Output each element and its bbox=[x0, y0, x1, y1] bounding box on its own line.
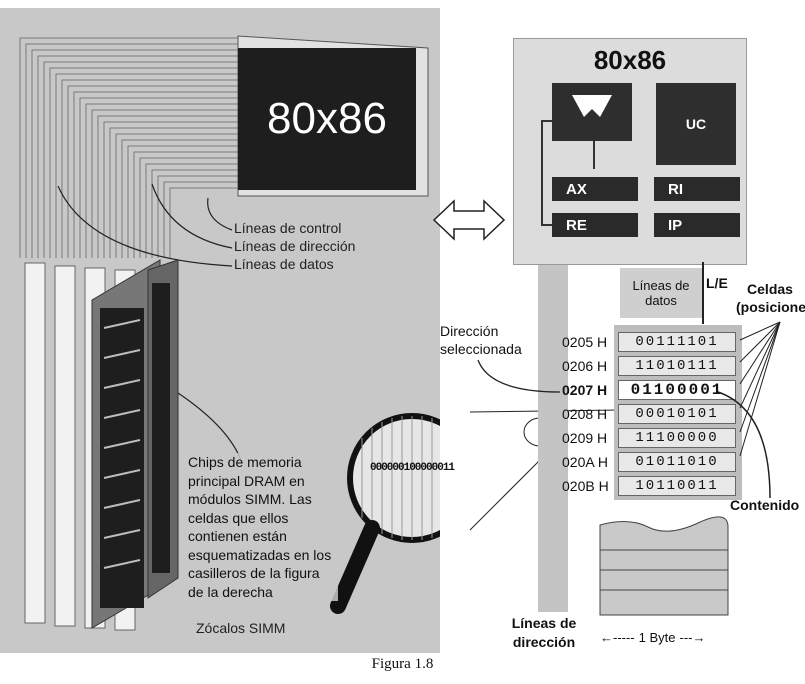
arrow-right-icon: ---→ bbox=[679, 630, 706, 645]
memory-address: 0207 H bbox=[562, 382, 608, 398]
alu-block bbox=[552, 83, 632, 141]
memory-address: 0209 H bbox=[562, 430, 608, 446]
data-lines-box: Líneas de datos bbox=[620, 268, 702, 318]
rw-arrow-line bbox=[702, 262, 704, 324]
cells-label: Celdas (posiciones) bbox=[736, 281, 805, 315]
cpu-diagram: 80x86 UC AX RI RE IP bbox=[513, 38, 747, 265]
memory-cell-selected: 01100001 bbox=[618, 380, 736, 400]
memory-cell: 11010111 bbox=[618, 356, 736, 376]
register-re: RE bbox=[552, 213, 638, 237]
figure-caption: Figura 1.8 bbox=[371, 656, 434, 672]
cpu-title: 80x86 bbox=[593, 45, 667, 75]
register-ax: AX bbox=[552, 177, 638, 201]
address-lines-bottom-label: Líneas de dirección bbox=[511, 615, 577, 650]
register-ri: RI bbox=[654, 177, 740, 201]
memory-address: 020B H bbox=[562, 478, 609, 494]
control-lines-label: Líneas de control bbox=[234, 220, 342, 236]
address-bus bbox=[538, 262, 568, 612]
memory-cell: 11100000 bbox=[618, 428, 736, 448]
cpu-chip-label: 80x86 bbox=[238, 48, 416, 190]
arrow-left-icon: ←----- bbox=[600, 630, 635, 645]
read-write-label: L/E bbox=[706, 275, 728, 291]
memory-address: 0208 H bbox=[562, 406, 608, 422]
memory-stack-illustration bbox=[599, 516, 729, 616]
memory-cell: 01011010 bbox=[618, 452, 736, 472]
cpu-internal-wiring bbox=[541, 120, 595, 226]
byte-label: 1 Byte bbox=[638, 630, 676, 645]
selected-address-label: Dirección seleccionada bbox=[440, 323, 522, 357]
data-lines-label: Líneas de datos bbox=[234, 256, 334, 272]
simm-sockets-label: Zócalos SIMM bbox=[196, 620, 286, 636]
simm-illustration-panel: 80x86 Líneas de control Líneas de direcc… bbox=[0, 8, 455, 653]
content-label: Contenido bbox=[730, 497, 800, 513]
address-lines-label: Líneas de dirección bbox=[234, 238, 356, 254]
bidirectional-arrow-icon bbox=[432, 199, 506, 241]
control-unit-block: UC bbox=[656, 83, 736, 165]
memory-cell: 00111101 bbox=[618, 332, 736, 352]
simm-chips-caption: Chips de memoria principal DRAM en módul… bbox=[188, 453, 338, 601]
memory-cell: 00010101 bbox=[618, 404, 736, 424]
byte-width-indicator: ←----- 1 Byte ---→ bbox=[600, 630, 710, 645]
memory-address: 0205 H bbox=[562, 334, 608, 350]
memory-address: 020A H bbox=[562, 454, 608, 470]
register-ip: IP bbox=[654, 213, 740, 237]
memory-address: 0206 H bbox=[562, 358, 608, 374]
magnified-bits: 000000100000011 bbox=[370, 462, 455, 474]
memory-cell: 10110011 bbox=[618, 476, 736, 496]
